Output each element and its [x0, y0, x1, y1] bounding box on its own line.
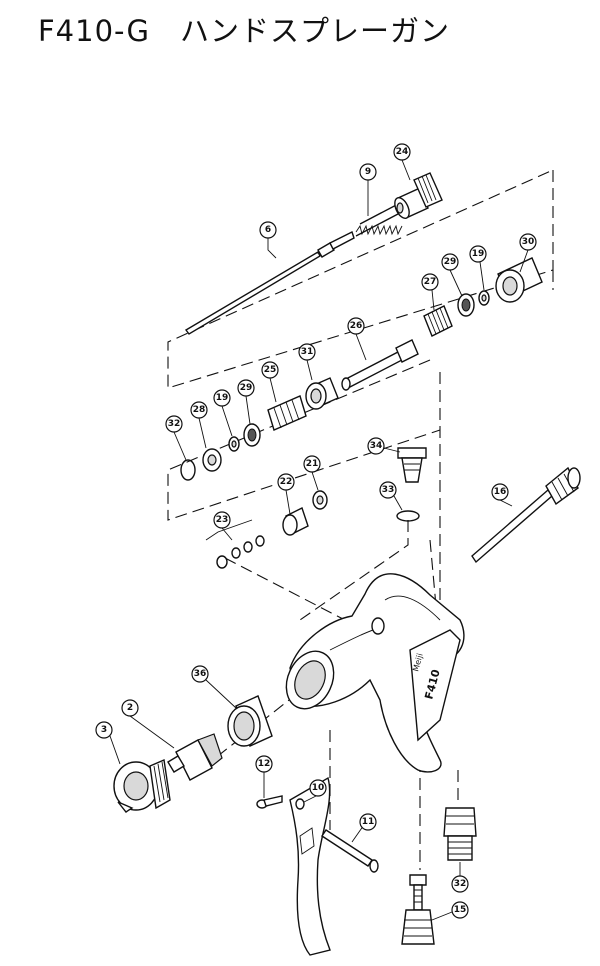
svg-text:12: 12 — [258, 759, 271, 769]
seal-part-29-lower — [243, 423, 261, 447]
svg-text:11: 11 — [362, 817, 375, 827]
svg-text:28: 28 — [193, 405, 206, 415]
svg-text:32: 32 — [168, 419, 181, 429]
svg-text:25: 25 — [264, 365, 277, 375]
callout-27: 27 — [421, 273, 439, 291]
callout-3: 3 — [95, 721, 113, 739]
svg-text:34: 34 — [370, 441, 383, 451]
washer-part-19-lower — [228, 436, 240, 452]
callout-28: 28 — [190, 401, 208, 419]
air-valve-rod-part-16 — [471, 466, 581, 564]
svg-text:33: 33 — [382, 485, 395, 495]
adjust-knob-part-24 — [394, 172, 443, 219]
pin-part-11 — [321, 829, 379, 873]
svg-text:23: 23 — [216, 515, 229, 525]
callout-24: 24 — [393, 143, 411, 161]
callout-36: 36 — [191, 665, 209, 683]
svg-text:3: 3 — [101, 725, 107, 735]
callout-6: 6 — [259, 221, 277, 239]
packing-set-part-23 — [205, 519, 265, 569]
svg-text:29: 29 — [240, 383, 253, 393]
callout-15: 15 — [451, 901, 469, 919]
callout-30: 30 — [519, 233, 537, 251]
needle-part-6 — [184, 231, 355, 335]
callout-29-upper: 29 — [441, 253, 459, 271]
svg-text:27: 27 — [424, 277, 437, 287]
svg-text:31: 31 — [301, 347, 314, 357]
callout-12: 12 — [255, 755, 273, 773]
svg-text:24: 24 — [396, 147, 409, 157]
svg-text:30: 30 — [522, 237, 535, 247]
callout-25: 25 — [261, 361, 279, 379]
callout-19-lower: 19 — [213, 389, 231, 407]
callout-32-upper: 33 — [379, 481, 397, 499]
washer-part-19-upper — [478, 290, 490, 306]
callout-10: 10 — [309, 779, 327, 797]
fluid-nozzle-part-2 — [167, 733, 223, 781]
svg-text:26: 26 — [350, 321, 363, 331]
ring-part-36 — [227, 695, 273, 747]
page-title: F410-G ハンドスプレーガン — [38, 14, 451, 48]
callout-33: 32 — [451, 875, 469, 893]
trigger-part-10 — [289, 776, 331, 956]
callout-11: 11 — [359, 813, 377, 831]
cap-part-21 — [312, 490, 328, 510]
svg-text:15: 15 — [454, 905, 467, 915]
callout-9: 9 — [359, 163, 377, 181]
air-cap-part-3 — [113, 758, 171, 813]
callout-16: 16 — [491, 483, 509, 501]
callout-23: 23 — [213, 511, 231, 529]
air-valve-part-15 — [401, 874, 435, 945]
spring-part-25 — [267, 395, 307, 431]
valve-part-22 — [282, 507, 309, 536]
svg-text:32: 32 — [454, 879, 467, 889]
bushing-part-28 — [202, 448, 222, 472]
callout-2: 2 — [121, 699, 139, 717]
svg-text:19: 19 — [216, 393, 229, 403]
svg-text:29: 29 — [444, 257, 457, 267]
fitting-part-34 — [397, 447, 427, 483]
svg-text:6: 6 — [265, 225, 271, 235]
piston-part-31 — [305, 377, 339, 410]
leader-lines — [109, 159, 529, 921]
seal-part-29-upper — [457, 293, 475, 317]
piston-rod-part-26 — [341, 339, 419, 391]
svg-text:21: 21 — [306, 459, 319, 469]
o-ring-part-32-upper — [396, 510, 420, 522]
callout-29-lower: 29 — [237, 379, 255, 397]
svg-text:22: 22 — [280, 477, 293, 487]
callout-26: 26 — [347, 317, 365, 335]
air-joint-part-33 — [443, 807, 477, 861]
callout-19-upper: 19 — [469, 245, 487, 263]
svg-text:16: 16 — [494, 487, 507, 497]
svg-text:36: 36 — [194, 669, 207, 679]
o-ring-part-32-lower — [180, 459, 196, 481]
callout-31: 31 — [298, 343, 316, 361]
callout-22: 22 — [277, 473, 295, 491]
callout-34: 34 — [367, 437, 385, 455]
svg-text:2: 2 — [127, 703, 133, 713]
callout-32-lower: 32 — [165, 415, 183, 433]
svg-text:19: 19 — [472, 249, 485, 259]
spring-part-27 — [423, 305, 453, 337]
svg-text:9: 9 — [365, 167, 371, 177]
screw-part-12 — [256, 795, 283, 809]
gun-body: F410 Meiji — [285, 573, 465, 773]
svg-text:10: 10 — [312, 783, 325, 793]
callout-21: 21 — [303, 455, 321, 473]
nut-part-30 — [495, 257, 543, 303]
